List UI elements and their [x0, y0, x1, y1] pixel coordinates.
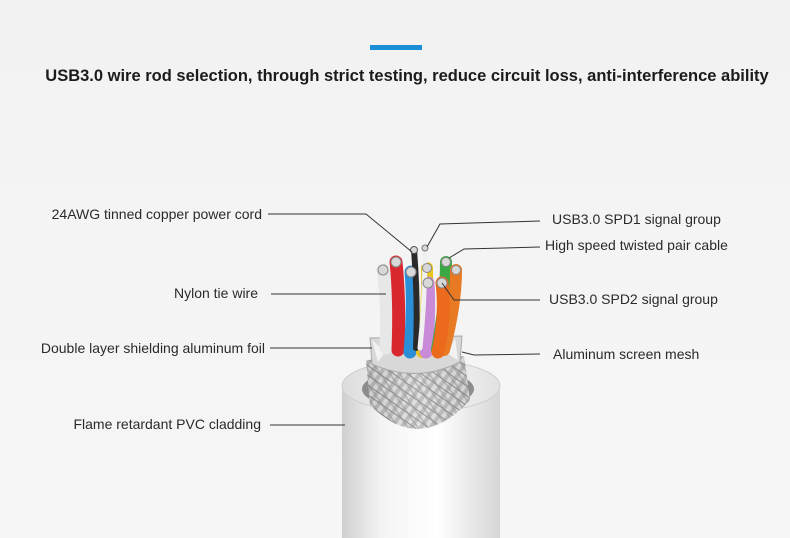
accent-bar: [370, 45, 422, 50]
spd1-signal-group-label: USB3.0 SPD1 signal group: [552, 211, 721, 227]
nylon-tie-wire-label: Nylon tie wire: [173, 285, 258, 301]
aluminum-screen-mesh: [366, 356, 470, 429]
twisted-pair-label: High speed twisted pair cable: [545, 237, 728, 253]
aluminum-foil-label: Double layer shielding aluminum foil: [40, 340, 265, 356]
power-cord-label: 24AWG tinned copper power cord: [51, 206, 262, 222]
pvc-cladding-label: Flame retardant PVC cladding: [73, 416, 261, 432]
wire-bundle: [376, 244, 462, 359]
spd2-signal-group-label: USB3.0 SPD2 signal group: [549, 291, 718, 307]
page-title: USB3.0 wire rod selection, through stric…: [45, 67, 769, 85]
leader-lines: [268, 213, 541, 426]
screen-mesh-label: Aluminum screen mesh: [553, 346, 700, 362]
